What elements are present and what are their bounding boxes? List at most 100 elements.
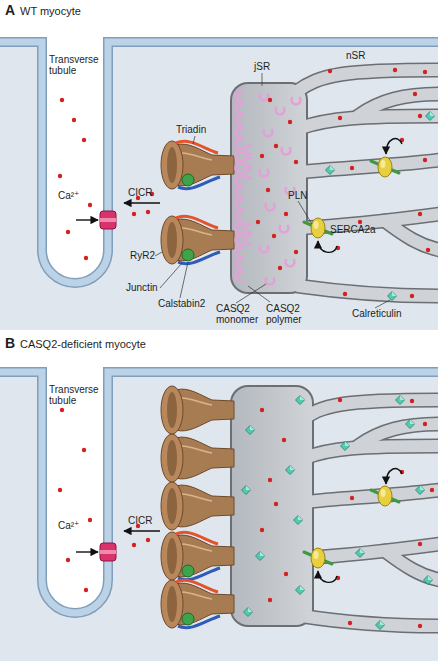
calcium-ions — [84, 256, 88, 260]
calcium-ions — [260, 154, 264, 158]
calcium-ions — [393, 68, 397, 72]
calcium-ions — [426, 248, 430, 252]
sarcoplasmic-reticulum — [298, 286, 438, 296]
sarcoplasmic-reticulum — [300, 400, 438, 626]
panel-a-art — [161, 141, 234, 189]
calreticulin-group — [244, 608, 253, 617]
calcium-ions — [274, 144, 278, 148]
sarcoplasmic-reticulum — [230, 385, 438, 627]
sarcoplasmic-reticulum — [300, 116, 438, 128]
panel-b-art — [161, 482, 234, 530]
casq2-polymers — [244, 170, 251, 179]
part-label: RyR2 — [130, 250, 155, 261]
calcium-ions — [146, 538, 150, 542]
calcium-ions — [58, 68, 430, 298]
casq2-polymers — [235, 224, 242, 233]
leader-lines — [160, 263, 182, 288]
calcium-ions — [294, 160, 298, 164]
flux-arrows — [124, 530, 160, 531]
calcium-ions — [410, 294, 414, 298]
part-label: Junctin — [126, 282, 158, 293]
casq2-monomers — [286, 260, 295, 267]
calcium-ions — [82, 138, 86, 142]
leader-lines — [262, 73, 263, 86]
calcium-ions — [410, 399, 414, 403]
flux-arrows — [76, 139, 402, 253]
sarcoplasmic-reticulum — [305, 446, 438, 458]
calcium-ions — [350, 496, 354, 500]
casq2-monomers — [266, 278, 275, 285]
flux-arrows — [76, 551, 98, 552]
casq2-monomers — [260, 170, 269, 177]
sarcoplasmic-reticulum — [305, 446, 438, 458]
sarcoplasmic-reticulum — [230, 70, 438, 296]
calreticulin-group — [416, 486, 425, 495]
casq2-monomers — [260, 246, 269, 253]
panel-a-art — [426, 112, 435, 121]
calcium-ions — [268, 98, 272, 102]
calreticulin-group — [256, 552, 265, 561]
calcium-ions — [358, 220, 362, 224]
calcium-ions — [66, 230, 70, 234]
sarcoplasmic-reticulum — [230, 385, 314, 627]
calcium-ions — [418, 624, 422, 628]
casq2-monomers — [266, 204, 275, 211]
calcium-ions — [338, 116, 342, 120]
panel-letter: A — [5, 3, 15, 18]
calcium-ions — [72, 118, 76, 122]
calcium-ions — [132, 543, 136, 547]
part-label: Transverse tubule — [49, 54, 103, 76]
calreticulin-group — [242, 486, 251, 495]
casq2-polymers — [235, 248, 242, 257]
panel-b-art — [100, 543, 116, 561]
calcium-ions — [343, 292, 347, 296]
leader-lines — [236, 284, 266, 303]
casq2-monomers — [292, 98, 301, 105]
sarcoplasmic-reticulum — [385, 221, 438, 250]
sarcoplasmic-reticulum — [302, 616, 438, 626]
calcium-ions — [284, 572, 288, 576]
part-label: Calstabin2 — [158, 298, 205, 309]
calreticulin-group — [356, 549, 365, 558]
casq2-polymers — [244, 224, 251, 233]
calcium-ions — [413, 92, 417, 96]
calcium-ions — [82, 448, 86, 452]
calcium-ions — [58, 488, 62, 492]
tubule-lumen — [42, 42, 108, 283]
flux-arrows — [386, 469, 402, 484]
panel-b-art — [161, 434, 234, 482]
calcium-ions — [423, 422, 427, 426]
calreticulin-group — [396, 396, 405, 405]
panel-a-art — [378, 157, 392, 177]
sarcoplasmic-reticulum — [230, 82, 308, 294]
casq2-polymers — [235, 176, 242, 185]
flux-arrows — [124, 202, 160, 203]
casq2-polymers — [235, 116, 242, 125]
calcium-ions — [423, 158, 427, 162]
casq2-polymers — [235, 92, 242, 101]
calcium-ions — [268, 478, 272, 482]
casq2-monomers — [280, 226, 289, 233]
calcium-ions — [88, 518, 92, 522]
panel-b-art — [161, 532, 234, 580]
part-label: CICR — [128, 187, 152, 198]
part-label: Ca²⁺ — [58, 520, 79, 531]
calreticulin-group — [296, 586, 305, 595]
casq2-polymers — [244, 158, 251, 167]
calcium-ions — [418, 114, 422, 118]
panel-b-art — [0, 372, 438, 661]
part-label: Triadin — [176, 124, 206, 135]
panel-a-art — [311, 218, 325, 238]
casq2-polymers — [235, 152, 242, 161]
casq2-monomers — [260, 94, 269, 101]
leader-lines — [180, 262, 188, 298]
calcium-ions — [418, 542, 422, 546]
casq2-polymers — [235, 128, 242, 137]
panel-a-art — [100, 211, 116, 229]
calcium-ions — [132, 212, 136, 216]
panel-region: AWT myocyte — [0, 0, 438, 330]
calreticulin-group — [376, 621, 385, 630]
calcium-ions — [348, 621, 352, 625]
sarcoplasmic-reticulum — [296, 70, 438, 92]
